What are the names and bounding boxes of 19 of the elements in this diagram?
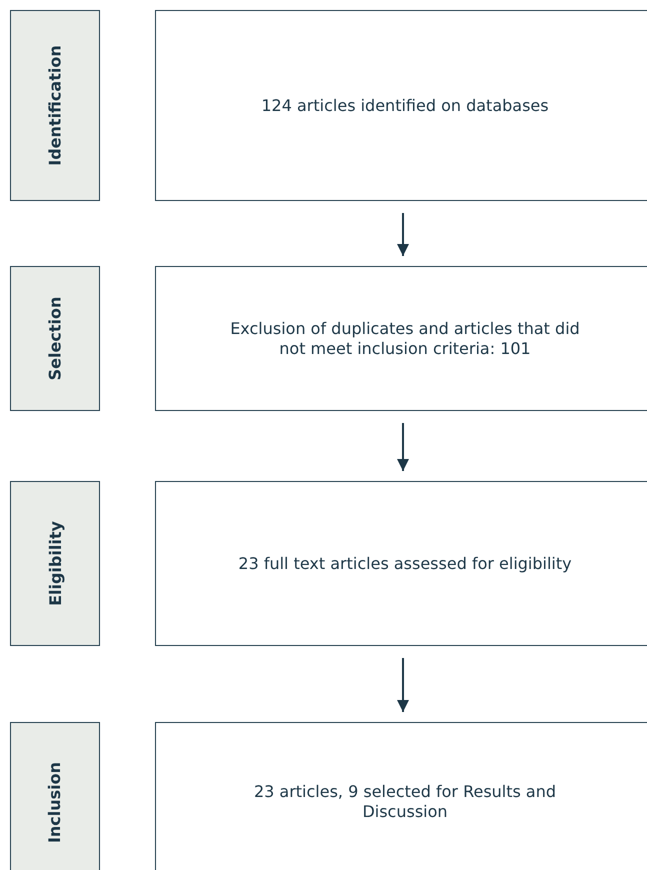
stage-label: Identification — [46, 45, 64, 166]
stage-tab — [10, 10, 100, 201]
process-box — [155, 481, 647, 646]
step-text: 124 articles identified on databases — [260, 96, 550, 116]
step-text: 23 full text articles assessed for eligibility — [237, 554, 573, 574]
stage-tab — [10, 722, 100, 870]
process-box — [155, 10, 647, 201]
stage-label: Inclusion — [46, 761, 64, 843]
stage-tab — [10, 481, 100, 646]
process-box — [155, 266, 647, 411]
process-box — [155, 722, 647, 870]
stage-label: Selection — [46, 296, 64, 380]
step-text: Exclusion of duplicates and articles that did not meet inclusion criteria: 101 — [229, 318, 581, 358]
step-text: 23 articles, 9 selected for Results and Discussion — [252, 782, 558, 822]
arrow — [397, 658, 409, 712]
arrow — [397, 213, 409, 256]
stage-tab — [10, 266, 100, 411]
arrow — [397, 423, 409, 471]
stage-label: Eligibility — [46, 521, 64, 606]
